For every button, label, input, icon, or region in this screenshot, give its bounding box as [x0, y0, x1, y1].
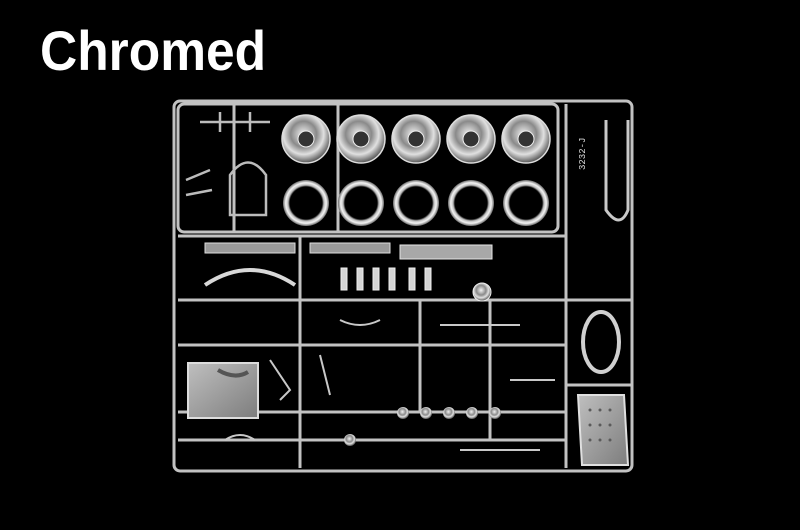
page-title: Chromed: [40, 19, 267, 82]
sprue-part-code: 3232-J: [578, 138, 588, 170]
